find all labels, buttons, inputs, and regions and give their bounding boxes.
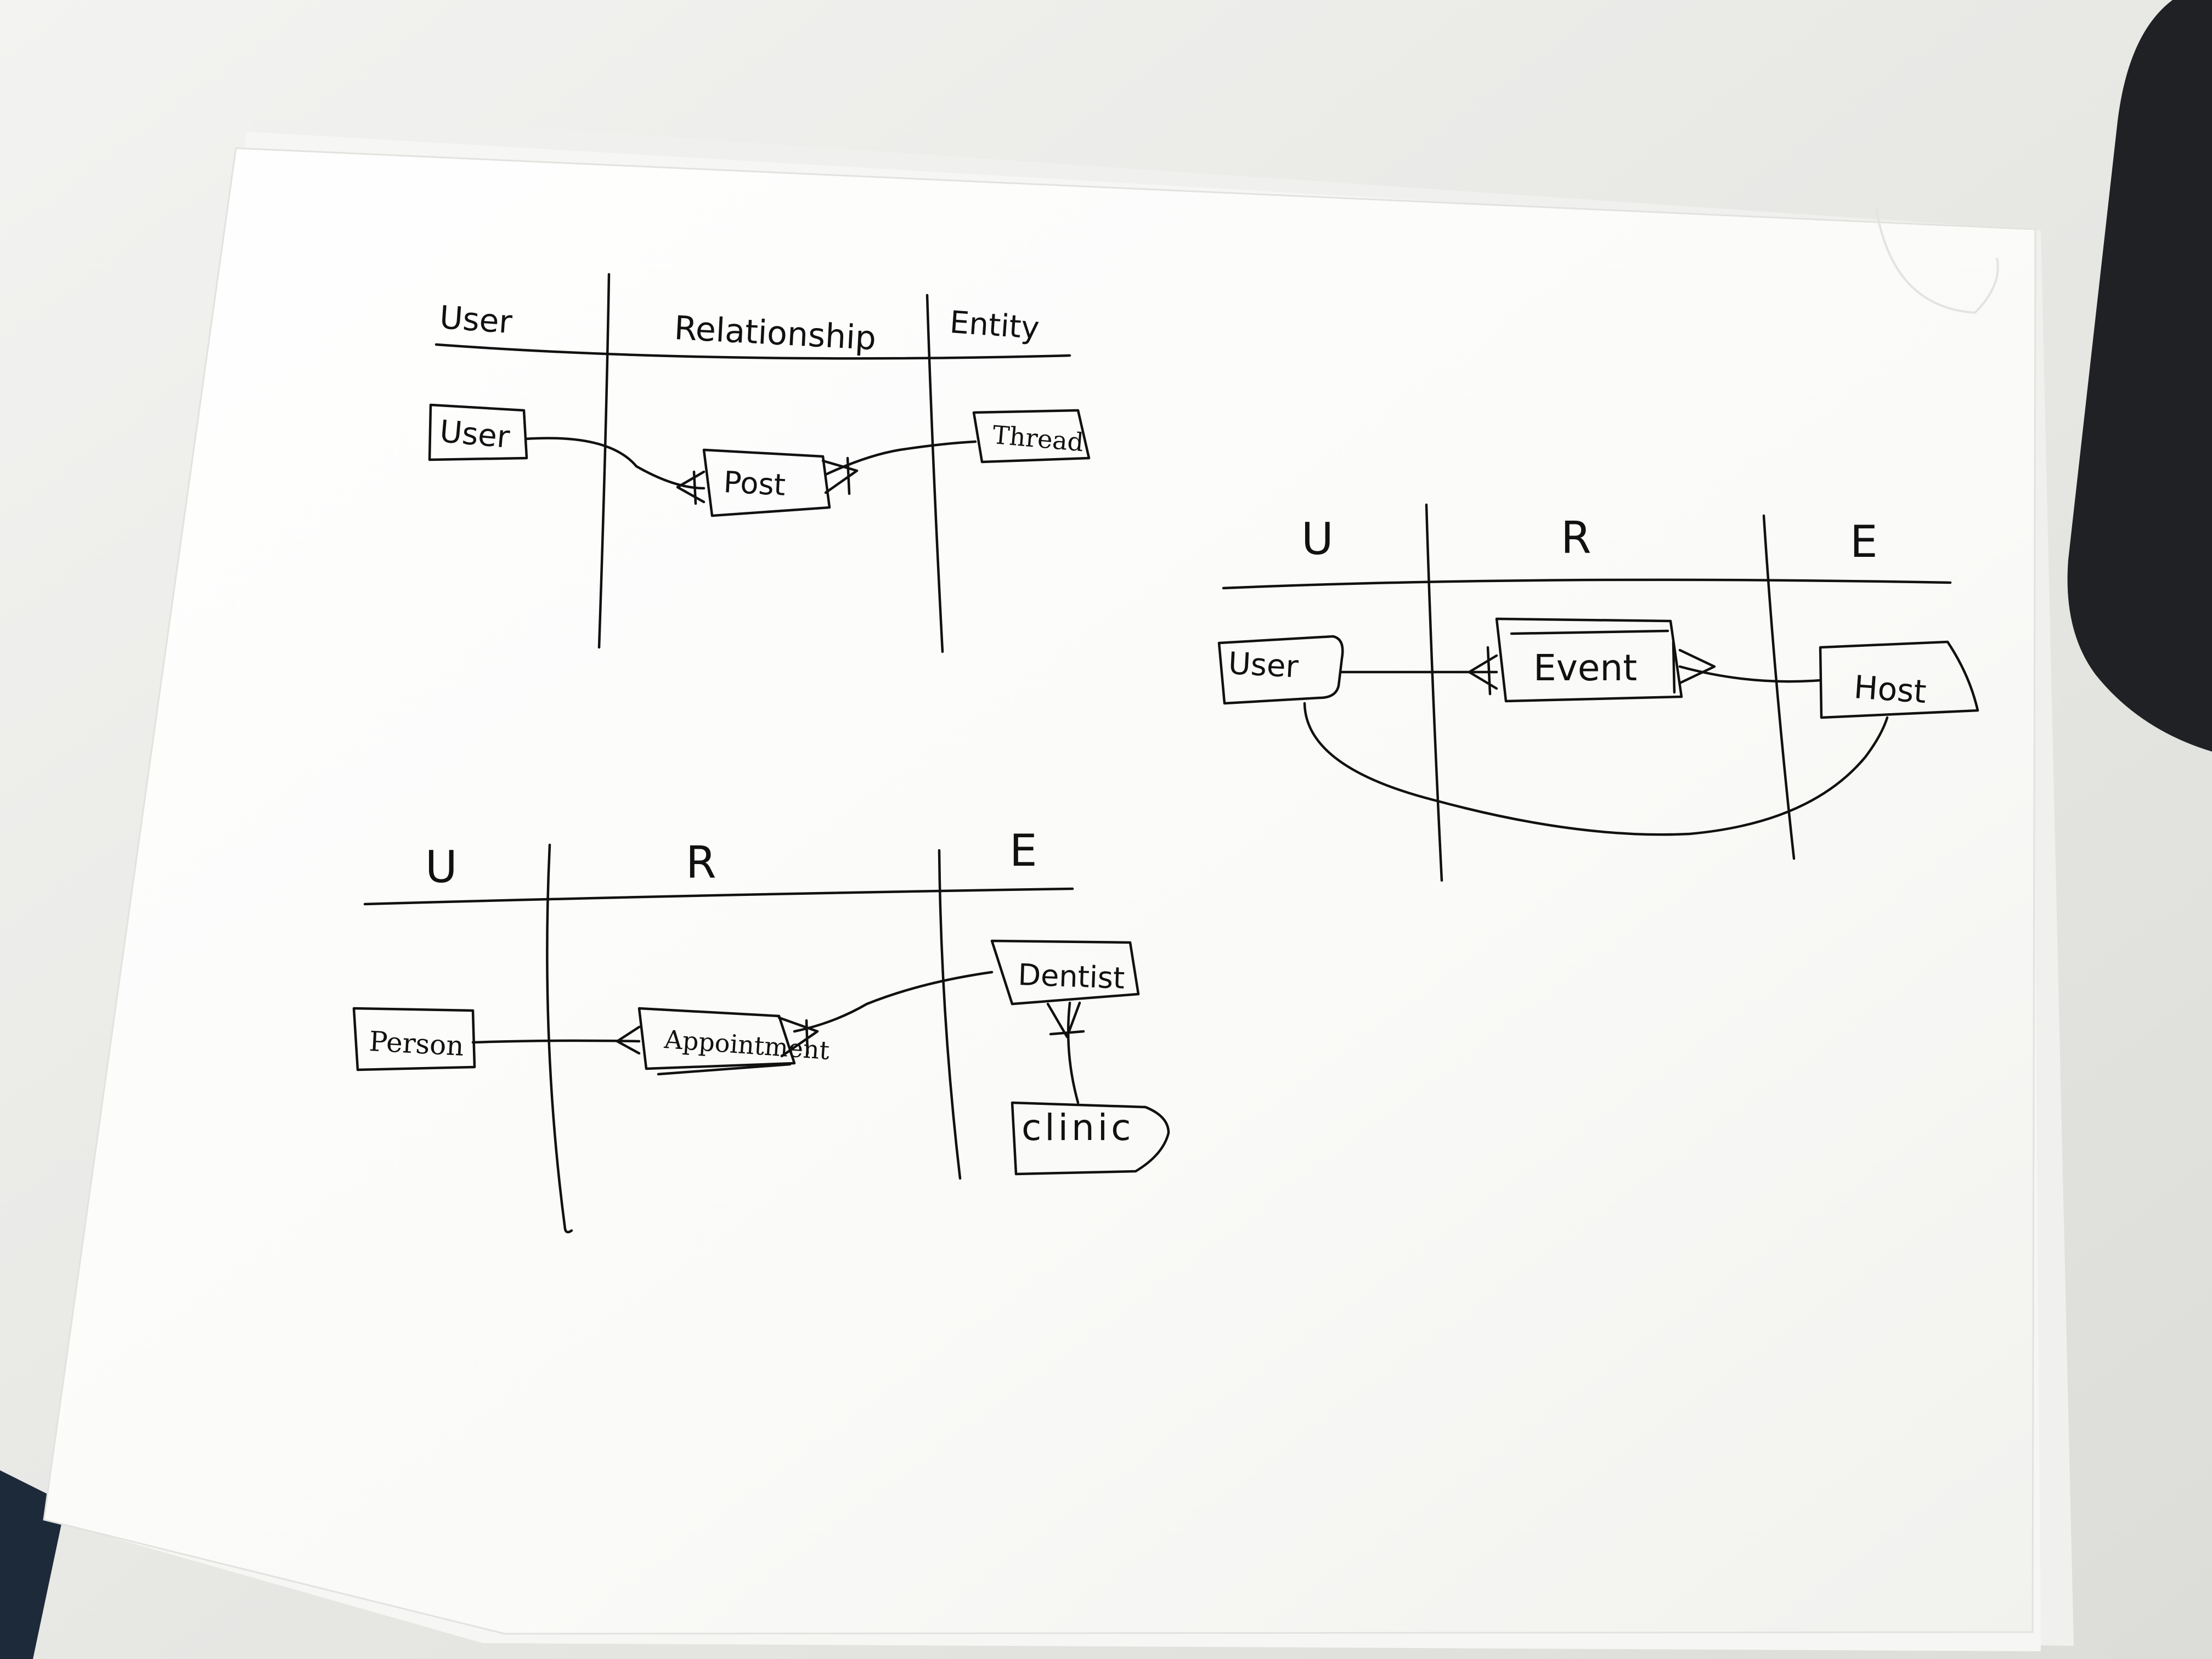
- node-thread: Thread: [972, 409, 1091, 464]
- crowfoot-appointment-right: [777, 1016, 819, 1058]
- header-entity: Entity: [949, 304, 1041, 346]
- node-user: User: [428, 403, 528, 461]
- box: [428, 403, 528, 461]
- node-label: Dentist: [1018, 957, 1126, 996]
- header-u: U: [1301, 514, 1334, 565]
- node-label: Post: [723, 465, 786, 503]
- column-divider-left: [546, 843, 573, 1234]
- node-label: User: [438, 414, 512, 455]
- node-post: Post: [702, 448, 831, 517]
- header-user: User: [438, 298, 514, 341]
- crowfoot-post-left: [676, 470, 706, 505]
- box: [352, 1007, 476, 1071]
- edge-appointment-dentist: [793, 970, 994, 1033]
- crowfoot-appointment-left: [616, 1025, 641, 1055]
- header-u: U: [425, 842, 458, 893]
- node-user: User: [1217, 635, 1344, 705]
- crowfoot-event-right: [1672, 640, 1716, 694]
- box: [1495, 617, 1683, 703]
- diagram-1: User Relationship Entity User Post Threa…: [428, 273, 1091, 653]
- diagram-3: U R E Person Appointment Dentist clinic: [352, 825, 1170, 1234]
- column-divider-left: [1425, 503, 1443, 882]
- column-divider-right: [926, 294, 944, 653]
- node-label: Host: [1853, 668, 1927, 710]
- header-r: R: [686, 837, 716, 888]
- column-divider-right: [938, 849, 962, 1180]
- box: [990, 939, 1140, 1006]
- box: [972, 409, 1091, 464]
- column-divider-right: [1762, 514, 1796, 860]
- box: [702, 448, 831, 517]
- edge-user-host-loop: [1303, 702, 1889, 836]
- box: [1011, 1101, 1170, 1176]
- node-label: Person: [368, 1025, 465, 1062]
- box: [1217, 635, 1344, 705]
- node-label: User: [1227, 646, 1300, 685]
- node-event: Event: [1495, 617, 1683, 703]
- edge-dentist-clinic: [1066, 1001, 1080, 1104]
- column-divider-left: [597, 273, 611, 649]
- header-r: R: [1561, 512, 1592, 563]
- header-e: E: [1009, 825, 1037, 876]
- crowfoot-event-left: [1468, 646, 1498, 696]
- header-e: E: [1850, 516, 1878, 567]
- edge-event-host: [1678, 665, 1822, 683]
- diagram-2: U R E User Event Host: [1217, 503, 1979, 882]
- node-person: Person: [352, 1007, 476, 1071]
- box: [637, 1007, 796, 1076]
- node-label: Event: [1533, 647, 1637, 689]
- crowfoot-post-right: [821, 456, 859, 495]
- node-dentist: Dentist: [990, 939, 1140, 1006]
- node-host: Host: [1819, 640, 1979, 719]
- header-divider: [435, 343, 1071, 360]
- node-clinic: clinic: [1011, 1101, 1170, 1176]
- crowfoot-dentist: [1046, 1001, 1085, 1039]
- mouse-pad: [2067, 0, 2212, 752]
- paper-sheet: [43, 147, 2036, 1635]
- paper-hole-shadow: [1875, 208, 1999, 314]
- node-label: clinic: [1022, 1107, 1134, 1149]
- box: [1819, 640, 1979, 719]
- edge-person-appointment: [471, 1039, 641, 1044]
- header-divider: [1222, 578, 1952, 590]
- header-divider: [363, 887, 1074, 906]
- edge-post-thread: [824, 440, 977, 476]
